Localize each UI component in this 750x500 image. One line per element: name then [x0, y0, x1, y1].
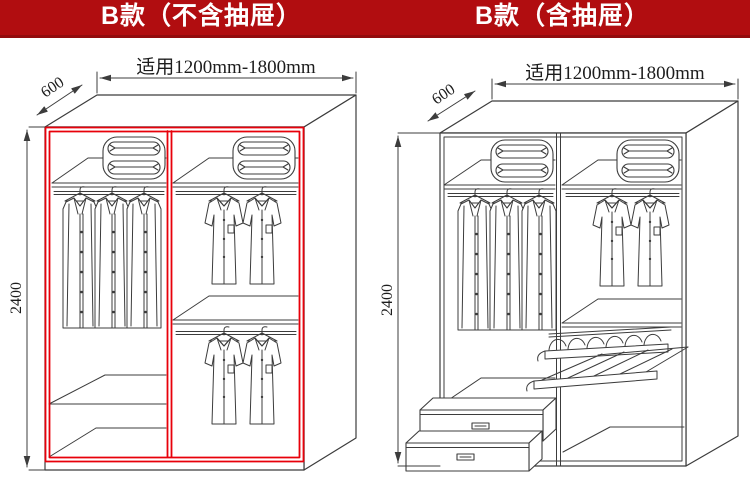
blanket-icon — [232, 136, 296, 180]
hanging-rod — [447, 193, 680, 197]
shelf — [48, 427, 167, 458]
banner-right-half: B款（含抽屉） — [375, 0, 750, 35]
shelf — [48, 374, 167, 405]
dimensions: 适用1200mm-1800mm 600 2400 — [8, 56, 357, 471]
coat-icon — [62, 186, 98, 329]
height-dimension-label: 2400 — [8, 282, 25, 314]
right-banner-title: B款（含抽屉） — [474, 2, 651, 30]
wardrobe-interior — [443, 132, 689, 467]
left-banner-title: B款（不含抽屉） — [100, 2, 303, 30]
width-dimension-label: 适用1200mm-1800mm — [525, 62, 705, 84]
wardrobe-diagram-no-drawers: 适用1200mm-1800mm 600 2400 — [8, 56, 357, 471]
shelf — [51, 182, 299, 188]
highlight-frame — [44, 126, 305, 463]
header-banner: B款（不含抽屉） B款（含抽屉） — [0, 0, 750, 38]
drawer-icon — [405, 430, 543, 472]
blanket-icon — [102, 136, 166, 180]
shoe-rack-icon — [526, 326, 689, 392]
blanket-icon — [616, 139, 680, 183]
coat-icon — [457, 188, 493, 331]
coat-icon — [489, 188, 525, 331]
coat-icon — [521, 188, 557, 331]
shelf — [561, 298, 682, 328]
coat-icon — [94, 186, 130, 329]
shelf — [443, 184, 682, 190]
wardrobe-interior — [48, 136, 299, 458]
banner-left-half: B款（不含抽屉） — [0, 0, 375, 35]
shelf — [172, 295, 299, 325]
blanket-icon — [490, 139, 554, 183]
shelf — [562, 426, 685, 453]
height-dimension-label: 2400 — [379, 284, 396, 316]
coat-icon — [126, 186, 162, 329]
width-dimension-label: 适用1200mm-1800mm — [136, 56, 316, 78]
inner-walls — [443, 136, 683, 462]
drawers — [405, 397, 557, 472]
wardrobe-diagram-with-drawers: 适用1200mm-1800mm 600 2400 — [379, 62, 739, 472]
hanging-rod — [175, 331, 297, 335]
